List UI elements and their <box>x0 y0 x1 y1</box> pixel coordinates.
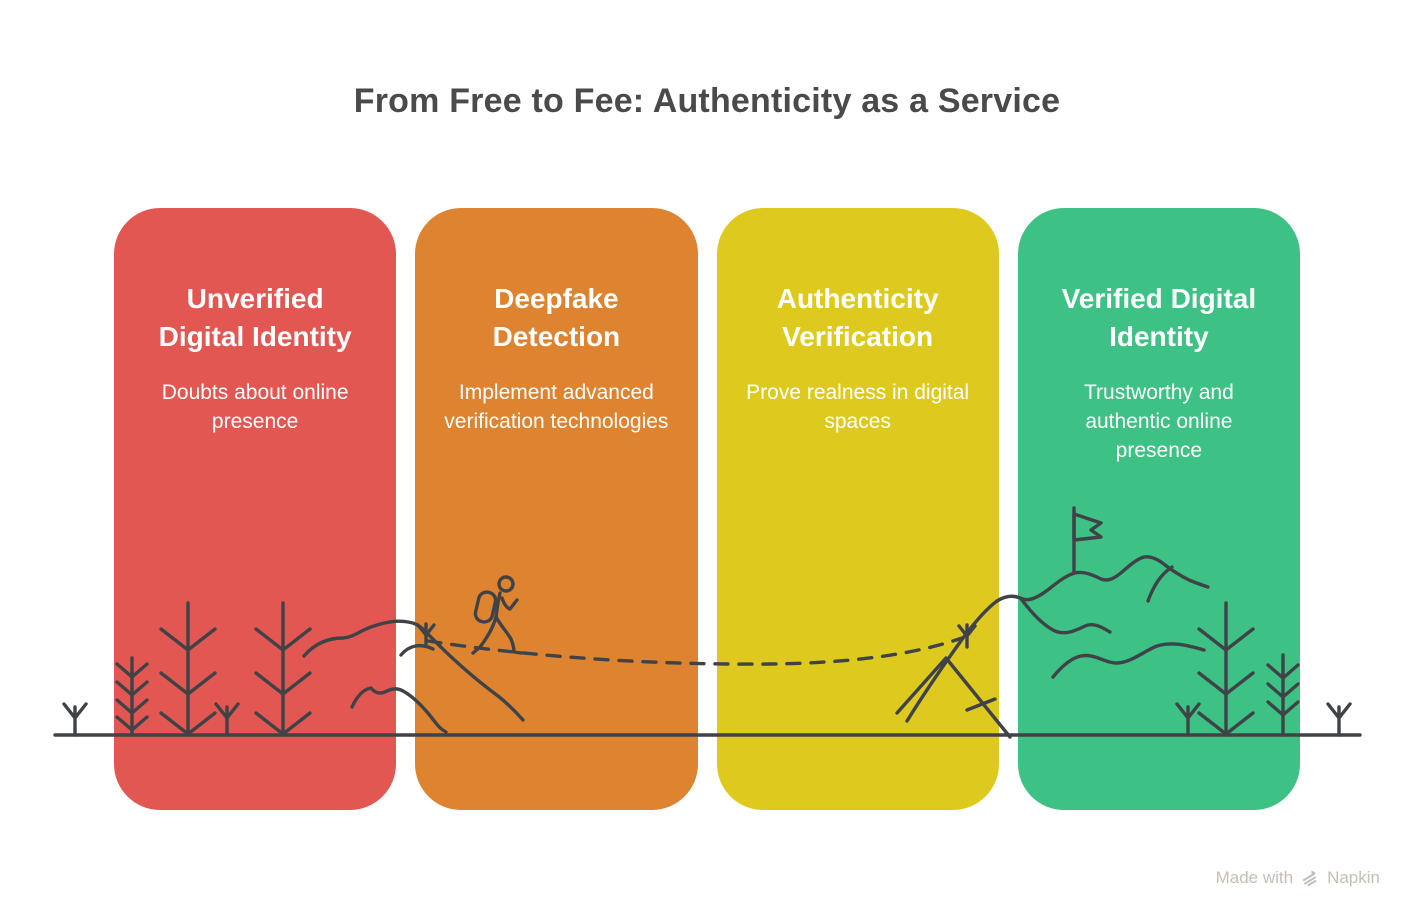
stage-title: Deepfake Detection <box>492 283 621 352</box>
stage-title: Verified Digital Identity <box>1061 283 1257 352</box>
brand-name: Napkin <box>1327 868 1380 887</box>
sapling-icon <box>1326 702 1352 737</box>
stage-cards: Unverified Digital Identity Doubts about… <box>114 208 1300 810</box>
napkin-logo-icon <box>1303 870 1317 886</box>
page-title: From Free to Fee: Authenticity as a Serv… <box>353 82 1061 120</box>
stage-description: Prove realness in digital spaces <box>746 381 970 433</box>
stage-title: Unverified Digital Identity <box>158 283 352 352</box>
stage-card-verified-digital-identity: Verified Digital Identity Trustworthy an… <box>1017 208 1300 810</box>
stage-description: Implement advanced verification technolo… <box>444 381 669 433</box>
made-with-label: Made with <box>1215 868 1294 887</box>
stage-description: Trustworthy and authentic online presenc… <box>1083 381 1234 462</box>
sapling-icon <box>62 702 88 737</box>
stage-title: Authenticity Verification <box>776 283 939 352</box>
stage-card-unverified-digital-identity: Unverified Digital Identity Doubts about… <box>114 208 397 810</box>
napkin-credit: Made with Napkin <box>1216 868 1380 888</box>
stage-card-authenticity-verification: Authenticity Verification Prove realness… <box>716 208 999 810</box>
stage-description: Doubts about online presence <box>161 381 349 433</box>
stage-card-deepfake-detection: Deepfake Detection Implement advanced ve… <box>415 208 698 810</box>
